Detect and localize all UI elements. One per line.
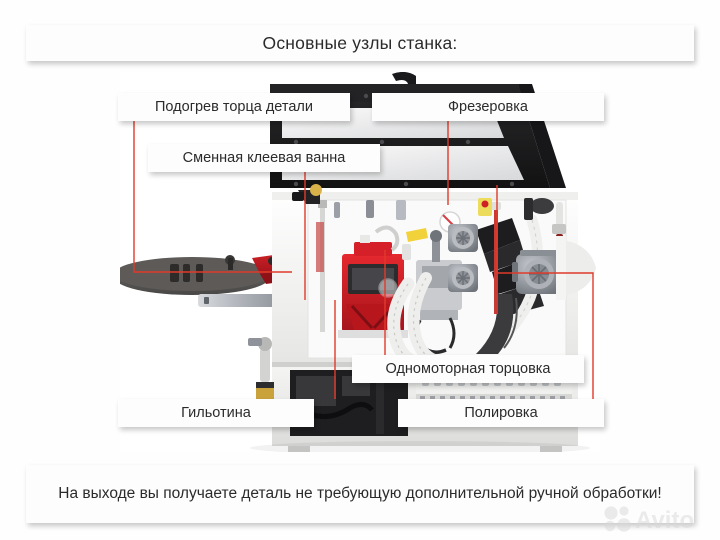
page-title-text: Основные узлы станка: (262, 32, 458, 53)
label-heat-text: Подогрев торца детали (155, 99, 313, 115)
footer-caption-text: На выходе вы получаете деталь не требующ… (58, 485, 662, 502)
footer-caption: На выходе вы получаете деталь не требующ… (26, 465, 694, 523)
label-glue-bath: Сменная клеевая ванна (148, 144, 380, 172)
label-polishing: Полировка (398, 399, 604, 427)
avito-watermark: Avito (602, 504, 706, 534)
label-trimming: Одномоторная торцовка (352, 355, 584, 383)
label-heat: Подогрев торца детали (118, 93, 350, 121)
label-trimming-text: Одномоторная торцовка (385, 361, 551, 377)
page-title: Основные узлы станка: (26, 25, 694, 61)
avito-wordmark: Avito (635, 507, 694, 534)
leader-heat (133, 121, 292, 273)
label-guillotine-text: Гильотина (181, 405, 251, 421)
label-milling-text: Фрезеровка (448, 99, 528, 115)
avito-logo-icon (604, 506, 631, 532)
label-polishing-text: Полировка (464, 405, 538, 421)
label-guillotine: Гильотина (118, 399, 314, 427)
label-milling: Фрезеровка (372, 93, 604, 121)
label-glue-bath-text: Сменная клеевая ванна (182, 150, 346, 166)
leader-polishing (497, 272, 594, 399)
